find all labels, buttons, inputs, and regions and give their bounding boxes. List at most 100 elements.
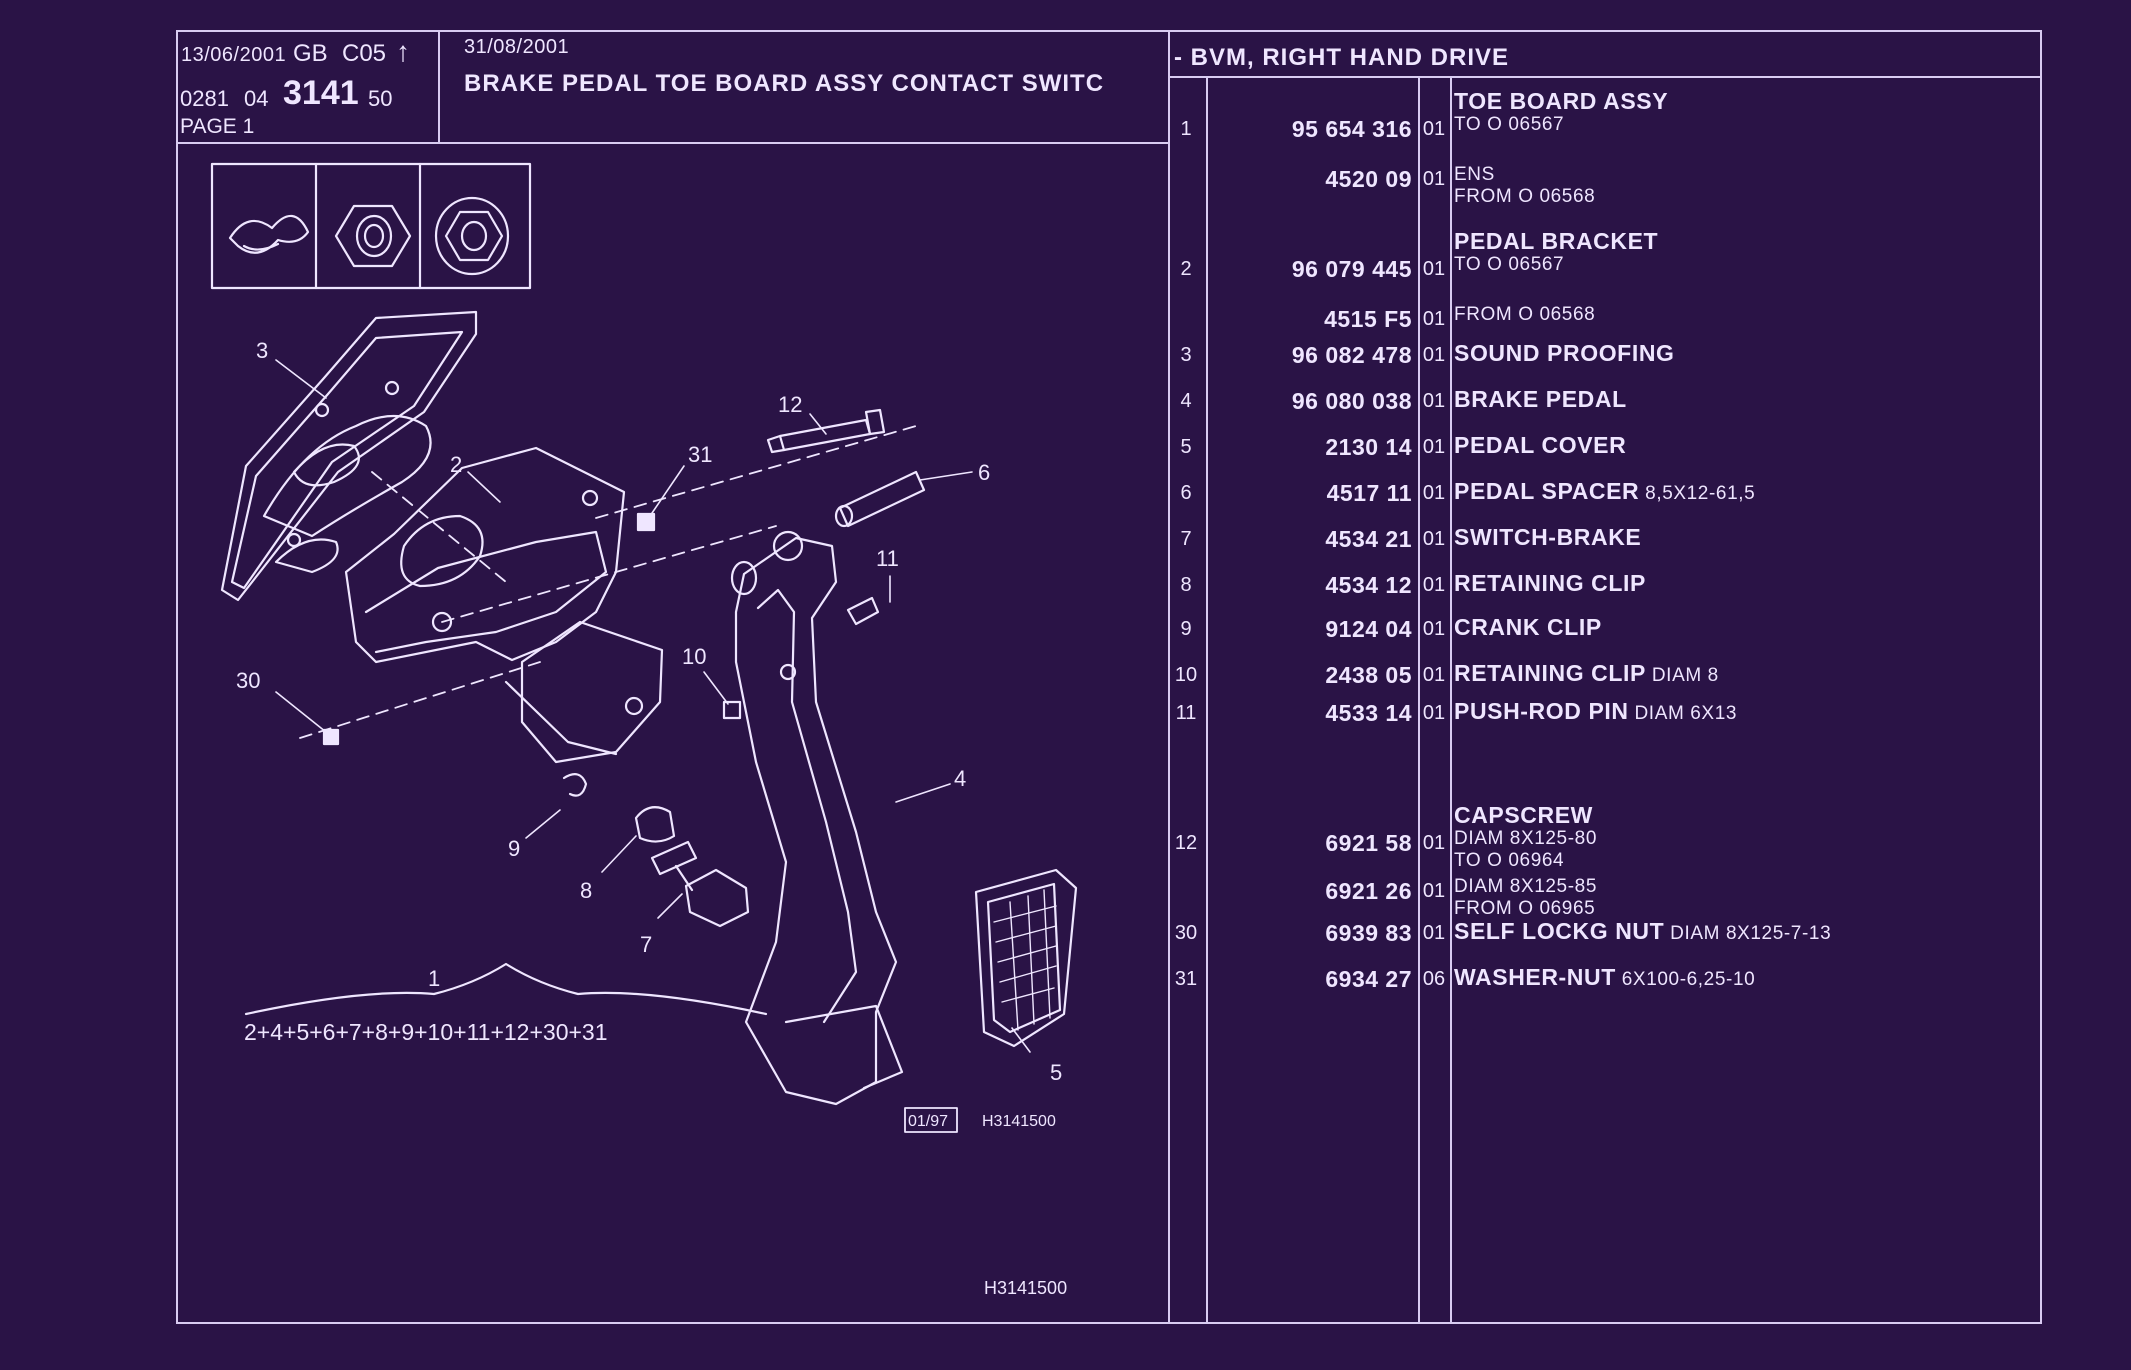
washer-nut-31 xyxy=(636,512,656,532)
quantity: 01 xyxy=(1422,618,1446,640)
description-detail: FROM O 06568 xyxy=(1454,304,1596,325)
part-number: 4517 11 xyxy=(1326,480,1412,506)
self-lock-nut-30 xyxy=(322,728,340,746)
description-dimension: DIAM 8X125-7-13 xyxy=(1664,923,1832,944)
item-number: 4 xyxy=(1180,390,1192,412)
item-number: 31 xyxy=(1174,968,1198,990)
description-main: RETAINING CLIP DIAM 8 xyxy=(1454,660,1719,686)
description-detail: TO O 06567 xyxy=(1454,254,1565,275)
item-number: 12 xyxy=(1174,832,1198,854)
item-number: 11 xyxy=(1175,702,1197,724)
description-detail: ENS xyxy=(1454,164,1495,185)
item-number: 10 xyxy=(1174,664,1198,686)
part-number: 2130 14 xyxy=(1325,434,1412,460)
description-detail: FROM O 06568 xyxy=(1454,186,1596,207)
part-number: 6934 27 xyxy=(1325,966,1412,992)
callout-5: 5 xyxy=(1050,1060,1062,1085)
callout-30: 30 xyxy=(236,668,260,693)
part-description: SWITCH-BRAKE xyxy=(1454,524,1641,550)
hardware-inset xyxy=(210,162,532,290)
item-number: 9 xyxy=(1180,618,1192,640)
pedal-spacer xyxy=(834,470,926,528)
description-main: CAPSCREW xyxy=(1454,802,1593,828)
quantity: 01 xyxy=(1422,436,1446,458)
description-dimension: 8,5X12-61,5 xyxy=(1639,483,1756,504)
section-title: - BVM, RIGHT HAND DRIVE xyxy=(1174,44,1509,71)
pedal-bracket xyxy=(344,446,664,764)
retaining-clip-10 xyxy=(722,700,742,720)
part-description: PEDAL SPACER 8,5X12-61,5 xyxy=(1454,478,1755,507)
quantity: 01 xyxy=(1422,258,1446,280)
quantity: 01 xyxy=(1422,880,1446,902)
clip-icon xyxy=(228,214,310,254)
quantity: 01 xyxy=(1422,922,1446,944)
part-description: PUSH-ROD PIN DIAM 6X13 xyxy=(1454,698,1737,727)
part-number: 6921 58 xyxy=(1325,830,1412,856)
description-main: CRANK CLIP xyxy=(1454,614,1602,640)
toe-board xyxy=(220,310,478,602)
item-number: 30 xyxy=(1174,922,1198,944)
description-detail: DIAM 8X125-85 xyxy=(1454,876,1597,897)
description-detail: DIAM 8X125-80 xyxy=(1454,828,1597,849)
item-number: 2 xyxy=(1180,258,1192,280)
description-dimension: 6X100-6,25-10 xyxy=(1615,969,1756,990)
callout-10: 10 xyxy=(682,644,706,669)
part-number: 6921 26 xyxy=(1325,878,1412,904)
item-number: 3 xyxy=(1180,344,1192,366)
description-main: PUSH-ROD PIN DIAM 6X13 xyxy=(1454,698,1738,724)
description-main: RETAINING CLIP xyxy=(1454,570,1646,596)
quantity: 01 xyxy=(1422,574,1446,596)
item-number: 1 xyxy=(1180,118,1192,140)
brake-switch xyxy=(650,840,750,928)
part-number: 4534 12 xyxy=(1325,572,1412,598)
parts-sheet xyxy=(176,30,2042,1324)
nut-icon xyxy=(334,204,412,268)
part-description: PEDAL COVER xyxy=(1454,432,1626,458)
description-main: SWITCH-BRAKE xyxy=(1454,524,1642,550)
item-number: 6 xyxy=(1180,482,1192,504)
quantity: 01 xyxy=(1422,528,1446,550)
callout-3: 3 xyxy=(256,338,268,363)
header-code: C05 xyxy=(342,40,387,67)
push-rod-pin xyxy=(846,596,880,626)
quantity: 01 xyxy=(1422,344,1446,366)
header-ref-c: 50 xyxy=(368,86,393,111)
washer-nut-icon xyxy=(434,196,510,276)
group-formula: 2+4+5+6+7+8+9+10+11+12+30+31 xyxy=(244,1019,608,1045)
part-number: 4533 14 xyxy=(1325,700,1412,726)
capscrew xyxy=(766,408,886,454)
part-description: SELF LOCKG NUT DIAM 8X125-7-13 xyxy=(1454,918,1831,947)
description-main: WASHER-NUT 6X100-6,25-10 xyxy=(1454,964,1756,990)
description-dimension: DIAM 6X13 xyxy=(1628,703,1738,724)
description-main: SELF LOCKG NUT DIAM 8X125-7-13 xyxy=(1454,918,1832,944)
description-detail: TO O 06964 xyxy=(1454,850,1565,871)
quantity: 06 xyxy=(1422,968,1446,990)
quantity: 01 xyxy=(1422,308,1446,330)
part-number: 4520 09 xyxy=(1325,166,1412,192)
exploded-diagram: 3 2 31 12 6 11 10 30 4 9 8 7 5 1 2+4+5+6… xyxy=(210,162,1078,1298)
header-date-right: 31/08/2001 xyxy=(464,36,570,58)
description-detail: TO O 06567 xyxy=(1454,114,1565,135)
quantity: 01 xyxy=(1422,390,1446,412)
footer-ref: H3141500 xyxy=(984,1278,1067,1298)
description-main: PEDAL SPACER 8,5X12-61,5 xyxy=(1454,478,1756,504)
part-description: RETAINING CLIP xyxy=(1454,570,1646,596)
part-number: 2438 05 xyxy=(1325,662,1412,688)
description-main: SOUND PROOFING xyxy=(1454,340,1675,366)
description-dimension: DIAM 8 xyxy=(1645,665,1719,686)
part-description: CRANK CLIP xyxy=(1454,614,1602,640)
quantity: 01 xyxy=(1422,664,1446,686)
quantity: 01 xyxy=(1422,118,1446,140)
part-description: BRAKE PEDAL xyxy=(1454,386,1627,412)
part-number: 4534 21 xyxy=(1325,526,1412,552)
callout-11: 11 xyxy=(876,546,899,571)
part-number: 96 082 478 xyxy=(1291,342,1412,368)
quantity: 01 xyxy=(1422,702,1446,724)
header-date-left: 13/06/2001 xyxy=(181,44,287,66)
part-description: FROM O 06568 xyxy=(1454,304,1595,326)
callout-8: 8 xyxy=(580,878,592,903)
